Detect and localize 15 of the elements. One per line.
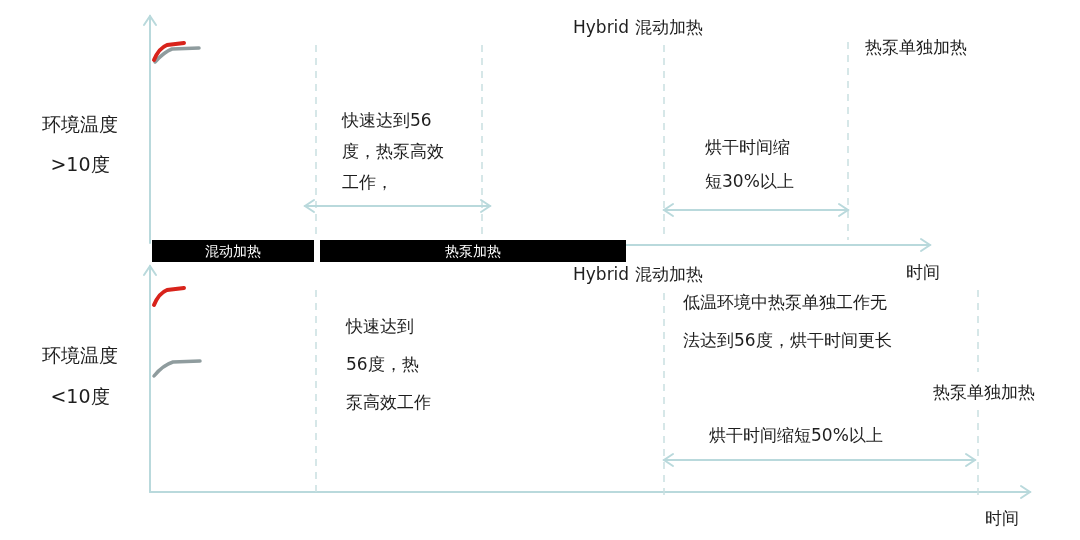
annotation-text: 烘干时间缩短50%以上 [709, 424, 883, 447]
mode-label: Hybrid 混动加热 [573, 263, 703, 286]
heating-phase-bar: 混动加热 [152, 240, 314, 262]
annotation-text: 低温环境中热泵单独工作无法达到56度，烘干时间更长 [683, 291, 893, 352]
heating-phase-bar: 热泵加热 [320, 240, 626, 262]
axis-label: 时间 [985, 507, 1019, 530]
annotation-text: 快速达到56度，热泵高效工作， [342, 109, 445, 194]
mode-label: Hybrid 混动加热 [573, 16, 703, 39]
condition-label: 环境温度>10度 [41, 112, 119, 177]
mode-label: 热泵单独加热 [933, 381, 1035, 404]
mode-label: 热泵单独加热 [865, 36, 967, 59]
annotation-text: 烘干时间缩短30%以上 [705, 136, 795, 193]
condition-label: 环境温度<10度 [41, 343, 119, 409]
axis-label: 时间 [906, 261, 940, 284]
annotation-text: 快速达到56度，热泵高效工作 [346, 315, 432, 414]
